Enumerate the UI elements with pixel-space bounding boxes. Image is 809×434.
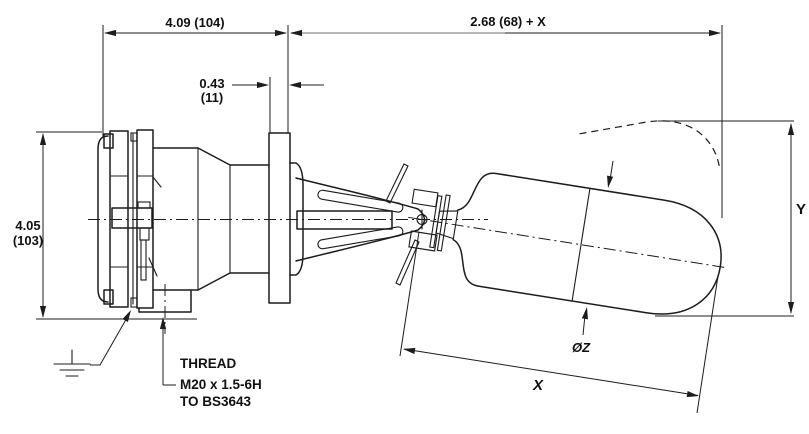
flange-collar — [289, 162, 304, 276]
terminal-band — [111, 207, 153, 229]
arm-strip-lower — [317, 226, 404, 250]
dimension-body-height: 4.05 (103) — [13, 131, 197, 320]
cover-plate — [109, 130, 129, 308]
stop-plate-upper — [385, 163, 409, 204]
earth-ground-icon — [53, 308, 134, 377]
thread-leader — [162, 329, 176, 386]
terminal-block — [111, 201, 153, 281]
dimension-flange-thickness: 0.43 (11) — [199, 76, 324, 133]
cover-clip-bottom — [103, 289, 114, 305]
float-up-position-dashed — [579, 120, 721, 168]
bezel-ring — [136, 129, 154, 309]
ground-leader — [90, 315, 129, 366]
float-body-outline — [452, 172, 722, 315]
stem-shaft — [296, 210, 393, 230]
overall-length-label: 4.09 (104) — [165, 15, 224, 30]
dimension-float-diameter: ØZ — [572, 160, 614, 355]
float-extension-label: 2.68 (68) + X — [470, 14, 546, 29]
dim-and-extension-lines — [655, 120, 794, 317]
float-axis-centerline — [408, 216, 727, 269]
body-height-value: 4.05 — [15, 218, 40, 233]
arm-strip-upper — [317, 189, 404, 213]
break-ticks — [148, 176, 162, 277]
leader-lines — [232, 77, 324, 133]
flange-thickness-value: 0.43 — [199, 76, 224, 91]
clamp-plate-1 — [429, 195, 443, 249]
thread-note: THREAD M20 x 1.5-6H TO BS3643 — [159, 317, 262, 409]
body-height-mm: (103) — [13, 233, 43, 248]
terminal-nub-bottom — [139, 227, 150, 241]
notch-bottom — [130, 297, 138, 308]
dimension-x-float-length: X — [399, 231, 719, 414]
y-dim-label: Y — [796, 201, 806, 218]
fork-jaw-lower — [408, 230, 438, 252]
thread-note-line3: TO BS3643 — [180, 394, 252, 409]
switch-housing — [97, 129, 270, 313]
dimension-y-travel: Y — [655, 120, 806, 317]
clamp-plate-2 — [436, 194, 451, 252]
body-cone — [197, 147, 231, 291]
terminal-bar — [140, 239, 147, 281]
body-cylinder — [152, 147, 199, 291]
dim-and-extension-lines — [36, 131, 197, 320]
x-dim-label: X — [532, 377, 544, 394]
mounting-flange — [268, 132, 291, 304]
fork-jaw-upper — [411, 188, 439, 208]
stop-plate-lower — [395, 239, 420, 286]
cover-clip-top — [103, 133, 114, 149]
cover-internal-lines — [109, 175, 154, 268]
ground-symbol-bars — [53, 349, 91, 377]
dimension-float-extension: 2.68 (68) + X — [290, 14, 723, 218]
dim-and-extension-lines — [399, 231, 719, 414]
terminal-nub-top — [137, 201, 151, 209]
mounting-flange-assembly — [268, 132, 439, 304]
leader-stems — [582, 160, 614, 336]
thread-note-line1: THREAD — [180, 356, 236, 371]
float-weld-seam — [571, 188, 591, 301]
extension-lines — [102, 25, 289, 137]
thread-note-line2: M20 x 1.5-6H — [180, 377, 262, 392]
notch-top — [130, 132, 138, 142]
float-diameter-label: ØZ — [572, 340, 591, 355]
float-swing-outline — [579, 120, 721, 168]
cover-cap-outline — [97, 135, 109, 303]
centerlines — [88, 219, 488, 334]
neck-cylinder — [229, 164, 270, 274]
dimension-overall-length: 4.09 (104) — [102, 15, 289, 137]
flange-thickness-mm: (11) — [201, 90, 223, 105]
float — [408, 172, 727, 315]
cable-entry-boss — [138, 290, 192, 313]
